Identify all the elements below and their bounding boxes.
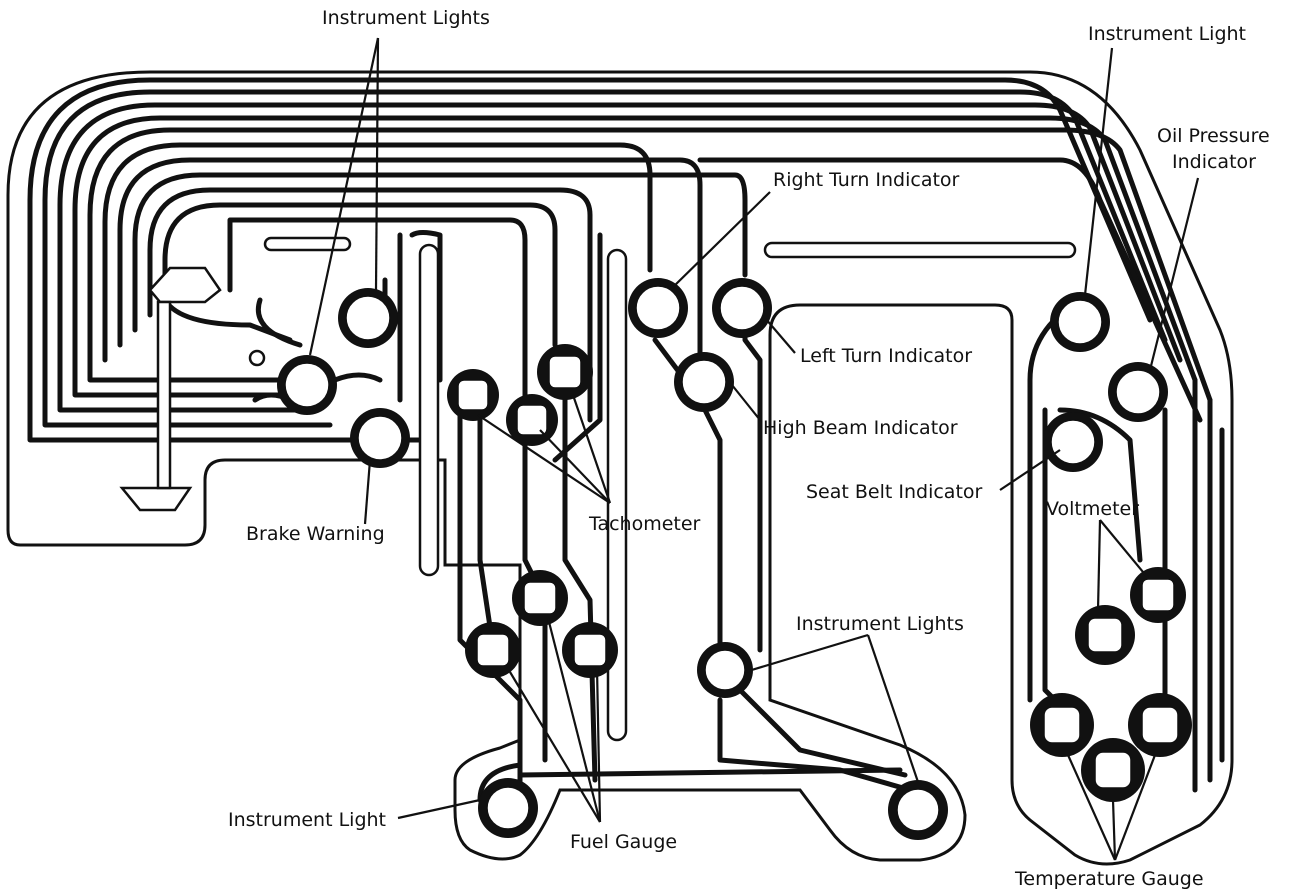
label-instrument-light-top-right: Instrument Light [1088, 23, 1246, 45]
label-instrument-light-bottom-left: Instrument Light [228, 809, 386, 831]
label-high-beam-indicator: High Beam Indicator [763, 417, 958, 439]
label-left-turn-indicator: Left Turn Indicator [800, 345, 972, 367]
label-fuel-gauge: Fuel Gauge [570, 831, 677, 853]
label-temperature-gauge: Temperature Gauge [1014, 868, 1204, 890]
label-voltmeter: Voltmeter [1046, 498, 1139, 520]
main-trace-bundle [27, 77, 1225, 793]
label-instrument-lights-bottom: Instrument Lights [796, 613, 964, 635]
leader-lines [308, 37, 1200, 861]
label-oil-pressure-line2: Indicator [1172, 151, 1256, 173]
slot-left-finger [418, 243, 440, 577]
label-tachometer: Tachometer [588, 513, 701, 535]
vertical-strip [156, 300, 172, 490]
label-oil-pressure-line1: Oil Pressure [1157, 125, 1270, 147]
label-right-turn-indicator: Right Turn Indicator [773, 169, 960, 191]
small-hole [248, 349, 266, 367]
socket-pads [277, 278, 1192, 840]
label-brake-warning: Brake Warning [246, 523, 385, 545]
slot-upper-left [263, 236, 352, 252]
label-instrument-lights-top: Instrument Lights [322, 7, 490, 29]
label-seat-belt-indicator: Seat Belt Indicator [806, 481, 983, 503]
slot-upper-right [763, 241, 1077, 259]
